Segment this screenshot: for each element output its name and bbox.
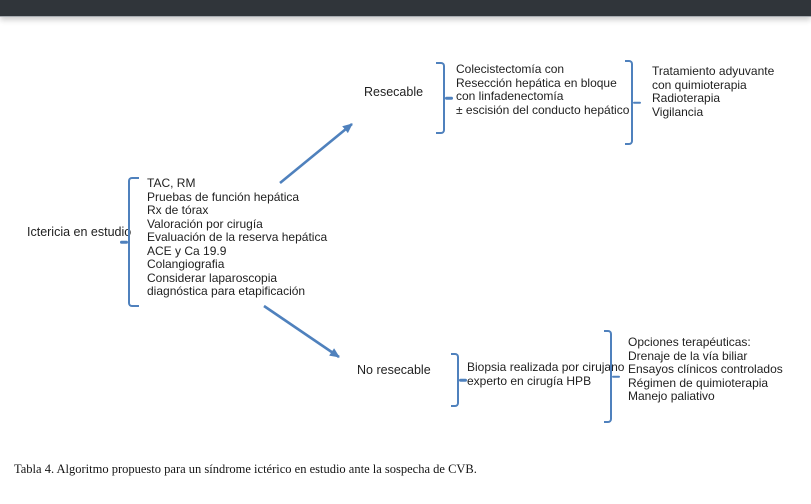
resecable-arrow-icon	[279, 122, 353, 185]
workup-list: TAC, RM Pruebas de función hepática Rx d…	[147, 176, 328, 298]
biopsy-bracket-icon	[451, 353, 467, 407]
workup-bracket-icon	[120, 177, 139, 307]
options-text: Opciones terapéuticas: Drenaje de la vía…	[628, 335, 783, 403]
surgery-bracket-icon	[436, 62, 453, 134]
viewer-top-bar	[0, 0, 811, 17]
resecable-label: Resecable	[364, 85, 424, 99]
adjuvant-text: Tratamiento adyuvante con quimioterapia …	[652, 64, 775, 119]
surgery-text: Colecistectomía con Resección hepática e…	[456, 62, 630, 117]
table-caption: Tabla 4. Algoritmo propuesto para un sín…	[14, 462, 477, 476]
adjuvant-bracket-icon	[625, 60, 641, 145]
no-resecable-arrow-icon	[263, 304, 340, 359]
options-bracket-icon	[604, 330, 620, 423]
no-resecable-label: No resecable	[357, 363, 431, 377]
biopsy-text: Biopsia realizada por cirujano experto e…	[467, 360, 625, 388]
start-label: Ictericia en estudio	[27, 225, 132, 239]
